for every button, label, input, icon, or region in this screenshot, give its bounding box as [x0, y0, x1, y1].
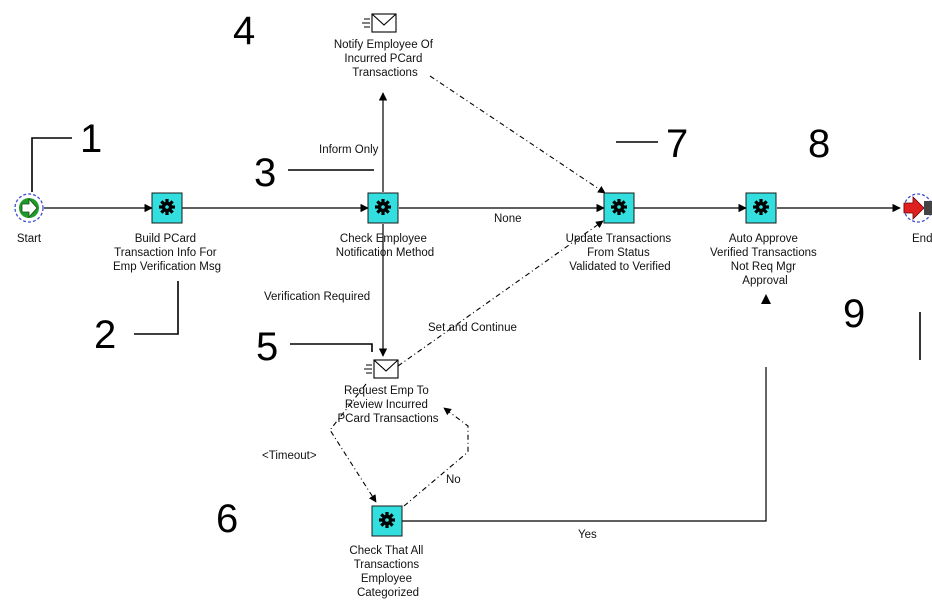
end-label: End — [912, 233, 932, 245]
callout-6: 6 — [216, 497, 238, 541]
build-label: Build PCard Transaction Info For Emp Ver… — [113, 233, 221, 273]
gear-icon — [753, 199, 769, 215]
start-label: Start — [17, 233, 42, 245]
check-method-label: Check Employee Notification Method — [336, 233, 434, 259]
edges — [44, 92, 901, 522]
callout-lines — [31, 137, 921, 360]
request-label: Request Emp To Review Incurred PCard Tra… — [338, 385, 439, 425]
callout-8: 8 — [808, 122, 830, 166]
node-notify[interactable] — [362, 13, 397, 33]
update-label: Update Transactions From Status Validate… — [566, 233, 675, 273]
edge-label-verification-required: Verification Required — [264, 291, 370, 303]
node-check-all[interactable] — [371, 505, 403, 537]
callout-line-1 — [31, 137, 72, 192]
envelope-icon — [373, 359, 399, 379]
envelope-flap — [373, 359, 399, 372]
edge-label-inform-only: Inform Only — [319, 144, 379, 156]
callout-7: 7 — [666, 122, 688, 166]
gear-icon — [379, 512, 395, 528]
edge-checkall-request-no — [403, 407, 469, 507]
edge-notify-update — [429, 75, 606, 194]
callout-1: 1 — [80, 117, 102, 161]
edge-label-none: None — [494, 213, 522, 225]
edge-yes-arrowhead — [761, 294, 771, 304]
end-arrow-icon — [903, 196, 925, 220]
callout-line-5 — [290, 343, 373, 352]
node-check-method[interactable] — [367, 192, 399, 224]
callout-4: 4 — [233, 9, 255, 53]
node-start[interactable] — [14, 193, 44, 223]
gear-icon — [375, 199, 391, 215]
node-request[interactable] — [364, 359, 399, 379]
start-arrow-glyph — [21, 197, 38, 219]
node-end[interactable] — [903, 193, 932, 223]
callout-3: 3 — [254, 151, 276, 195]
node-auto-approve[interactable] — [745, 192, 777, 224]
edge-label-timeout: <Timeout> — [262, 450, 317, 462]
check-all-label: Check That All Transactions Employee Cat… — [349, 545, 426, 599]
notify-label: Notify Employee Of Incurred PCard Transa… — [334, 39, 436, 79]
function-box — [367, 192, 399, 224]
auto-approve-label: Auto Approve Verified Transactions Not R… — [710, 233, 820, 287]
edge-label-yes: Yes — [578, 529, 597, 541]
node-update[interactable] — [603, 192, 635, 224]
gear-icon — [159, 199, 175, 215]
edge-label-set-and-continue: Set and Continue — [428, 322, 517, 334]
envelope-icon — [371, 13, 397, 33]
edge-label-no: No — [446, 474, 461, 486]
callout-line-2 — [134, 281, 179, 335]
edge-checkall-yes — [402, 367, 767, 522]
dashed-edges — [329, 75, 606, 507]
node-build[interactable] — [151, 192, 183, 224]
callout-9: 9 — [843, 292, 865, 336]
envelope-flap — [371, 13, 397, 26]
gear-icon — [611, 199, 627, 215]
end-stop-block — [924, 201, 932, 215]
callout-2: 2 — [94, 313, 116, 357]
callout-5: 5 — [256, 325, 278, 369]
